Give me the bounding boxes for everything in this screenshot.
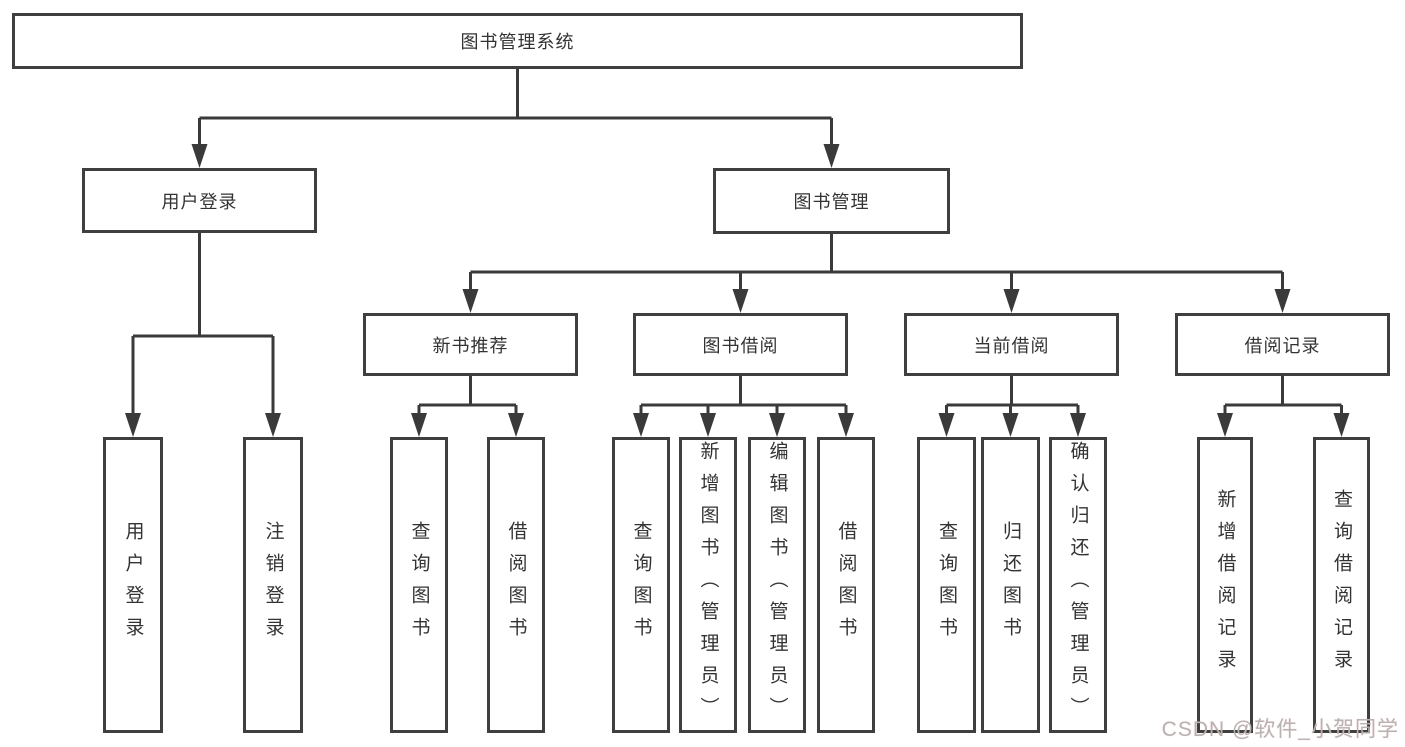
node-leaf-rec-borrow: 借阅图书: [487, 437, 545, 733]
node-leaf-cb-query: 查询图书: [917, 437, 976, 733]
arrowhead-leaf-cb-return: [1002, 413, 1019, 437]
node-leaf-br-query: 查询借阅记录: [1313, 437, 1370, 733]
connector-new-book-rec: [417, 376, 518, 419]
arrowhead-leaf-bb-query: [633, 413, 649, 437]
node-leaf-cb-confirm: 确认归还（管理员）: [1049, 437, 1107, 733]
arrowhead-leaf-cb-confirm: [1070, 413, 1086, 437]
connector-user-login: [131, 233, 275, 419]
arrowhead-borrow-records: [1274, 289, 1291, 313]
node-leaf-cb-return: 归还图书: [981, 437, 1040, 733]
arrowhead-current-borrow: [1003, 289, 1020, 313]
node-leaf-logout: 注销登录: [243, 437, 303, 733]
node-leaf-bb-edit: 编辑图书（管理员）: [748, 437, 806, 733]
connector-book-mgmt: [469, 234, 1284, 295]
node-leaf-br-add: 新增借阅记录: [1197, 437, 1253, 733]
arrowhead-leaf-cb-query: [938, 413, 955, 437]
arrowhead-leaf-user-login: [125, 413, 141, 437]
arrowhead-leaf-bb-edit: [769, 413, 785, 437]
arrowhead-leaf-br-query: [1333, 413, 1350, 437]
arrowhead-leaf-rec-query: [411, 413, 427, 437]
node-leaf-bb-borrow: 借阅图书: [817, 437, 875, 733]
arrowhead-book-borrow: [732, 289, 749, 313]
node-book-borrow: 图书借阅: [633, 313, 848, 376]
arrowhead-leaf-rec-borrow: [508, 413, 524, 437]
node-new-book-rec: 新书推荐: [363, 313, 578, 376]
node-current-borrow: 当前借阅: [904, 313, 1119, 376]
connector-book-borrow: [639, 376, 848, 419]
node-borrow-records: 借阅记录: [1175, 313, 1390, 376]
connector-borrow-records: [1223, 376, 1343, 419]
arrowhead-user-login: [191, 144, 208, 168]
arrowhead-leaf-logout: [265, 413, 281, 437]
node-leaf-user-login: 用户登录: [103, 437, 163, 733]
node-leaf-bb-query: 查询图书: [612, 437, 670, 733]
node-root: 图书管理系统: [12, 13, 1023, 69]
node-leaf-rec-query: 查询图书: [390, 437, 448, 733]
connector-root: [198, 69, 833, 150]
arrowhead-book-mgmt: [823, 144, 840, 168]
arrowhead-leaf-br-add: [1217, 413, 1233, 437]
connector-current-borrow: [945, 376, 1080, 419]
arrowhead-leaf-bb-add: [700, 413, 716, 437]
node-book-mgmt: 图书管理: [713, 168, 950, 234]
arrowhead-new-book-rec: [462, 289, 479, 313]
arrowhead-leaf-bb-borrow: [838, 413, 854, 437]
node-user-login: 用户登录: [82, 168, 317, 233]
node-leaf-bb-add: 新增图书（管理员）: [679, 437, 737, 733]
watermark: CSDN @软件_小贺同学: [1161, 718, 1399, 741]
